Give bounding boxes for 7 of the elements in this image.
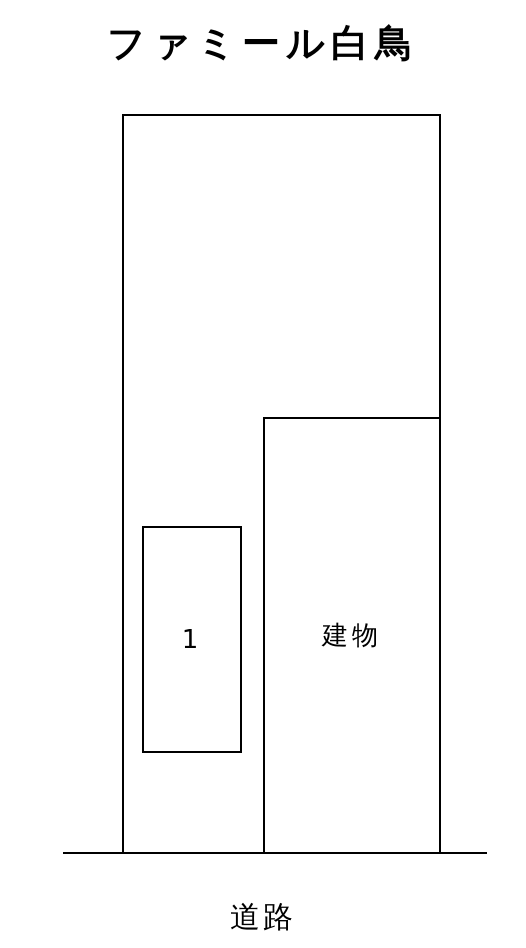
lot-outline	[122, 114, 441, 854]
building-outline	[263, 417, 441, 854]
title: ファミール白鳥	[106, 20, 420, 67]
building-label: 建物	[322, 620, 382, 653]
road-label: 道路	[229, 899, 297, 937]
parking-space	[142, 526, 242, 753]
space-number: 1	[182, 624, 202, 654]
